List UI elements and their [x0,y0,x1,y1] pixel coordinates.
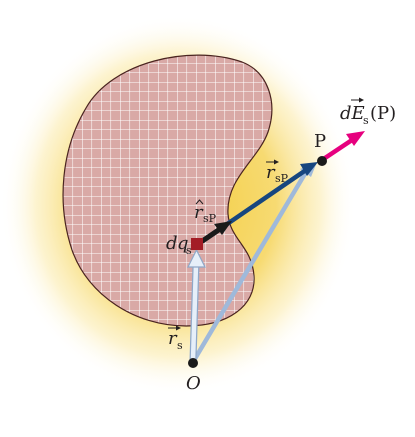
rs-label: r s [168,325,183,352]
rsp-label: r sP [266,159,289,185]
svg-text:(P): (P) [370,103,396,124]
svg-text:d: d [166,233,178,254]
field-vector-mark-icon [351,97,364,103]
origin-label: O [186,373,201,394]
rsp-vector-mark-icon [266,159,279,165]
svg-text:r: r [168,328,178,349]
svg-text:r: r [194,202,204,223]
origin-dot [188,358,198,368]
svg-text:s: s [177,339,183,352]
object-outline [62,54,273,327]
svg-text:s: s [363,114,369,127]
point-p-label: P [314,131,326,152]
svg-text:sP: sP [203,212,217,225]
svg-text:dE: dE [340,103,365,124]
svg-text:q: q [177,233,189,254]
svg-text:r: r [266,162,276,183]
svg-text:sP: sP [275,172,289,185]
field-label: dE s (P) [340,97,396,127]
dq-label: d q s [166,233,192,257]
svg-text:s: s [186,244,192,257]
point-p-dot [317,156,327,166]
rhat-label: r sP [194,199,217,225]
charge-element [191,238,203,250]
rs-vector-arrow [187,248,206,361]
charged-object [62,54,273,327]
rhat-hat-icon [195,199,204,205]
rs-vector-mark-icon [168,325,181,331]
field-vector-arrow [320,131,365,162]
